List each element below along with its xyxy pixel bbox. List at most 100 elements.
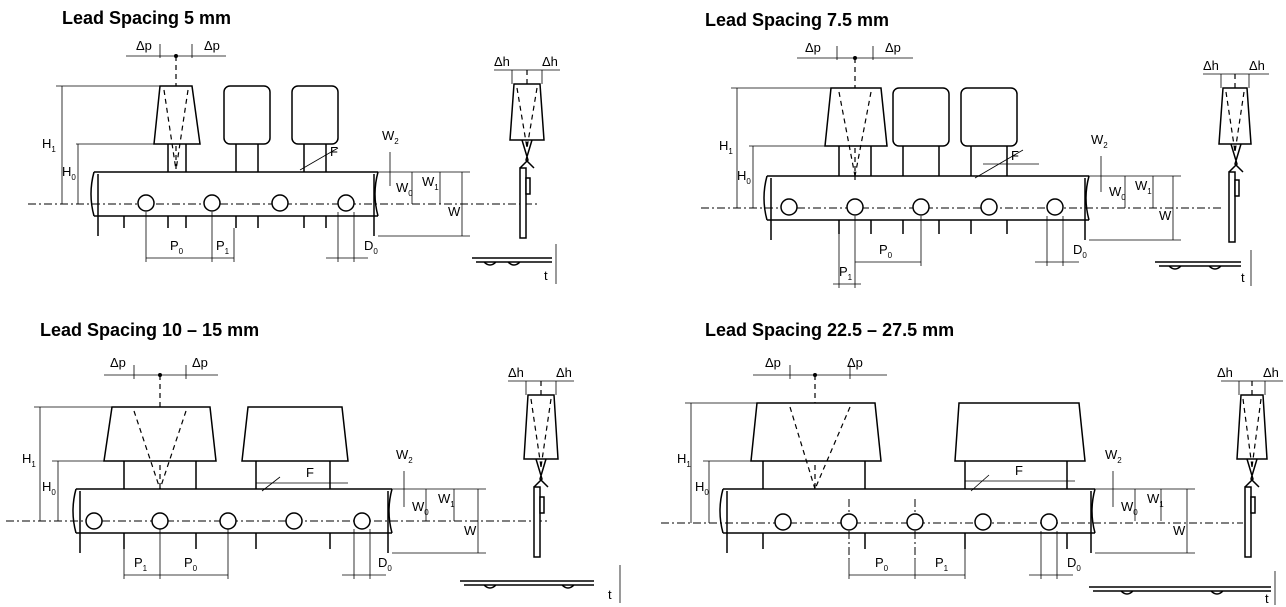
delta-p-label-left: Δp [805,40,821,55]
p0-label: P0 [184,555,198,573]
h1-label: H1 [719,138,733,156]
delta-p-label-left: Δp [765,355,781,370]
h0-label: H0 [737,168,751,186]
side-view: Δh Δh t [1089,365,1283,606]
component-leads [762,461,1068,549]
component-body [960,87,1018,147]
p0-label: P0 [879,242,893,260]
w-label: W [464,523,477,538]
sprocket-holes [85,512,371,530]
h1-label: H1 [22,451,36,469]
delta-p-dimension: Δp Δp [797,40,913,180]
carrier-tape [719,488,1096,534]
sprocket-holes [774,513,1058,531]
w0-label: W0 [396,180,413,198]
delta-p-label-right: Δp [885,40,901,55]
side-view: Δh Δh t [472,54,560,284]
w0-label: W0 [412,499,429,517]
delta-p-label-left: Δp [110,355,126,370]
component-body [241,406,349,462]
taping-diagram: Δp Δp H1 H0 [701,40,1269,288]
tape-cross-section [472,257,552,266]
delta-h-label-left: Δh [1203,58,1219,73]
component-body [954,402,1086,462]
panel-title: Lead Spacing 10 – 15 mm [40,320,260,340]
sprocket-holes [137,194,355,212]
component-leads [838,146,1008,234]
delta-p-label-right: Δp [847,355,863,370]
w-label: W [1173,523,1186,538]
w1-label: W1 [438,491,455,509]
h0-label: H0 [42,479,56,497]
component-leads [123,461,331,549]
p0-label: P0 [875,555,889,573]
panel-title: Lead Spacing 22.5 – 27.5 mm [705,320,955,340]
h0-label: H0 [62,164,76,182]
f-label: F [306,465,314,480]
carrier-tape [90,171,379,217]
delta-h-label-right: Δh [556,365,572,380]
d0-label: D0 [364,238,378,256]
t-label: t [544,268,548,283]
w1-label: W1 [1147,491,1164,509]
delta-h-label-right: Δh [542,54,558,69]
t-label: t [608,587,612,602]
taping-diagram: Δp Δp H1 H0 F [661,355,1283,606]
component-body [291,85,339,145]
t-label: t [1241,270,1245,285]
delta-h-label-right: Δh [1263,365,1279,380]
w-label: W [448,204,461,219]
p1-label: P1 [839,264,853,282]
component-body [892,87,950,147]
d0-label: D0 [1073,242,1087,260]
component-body [103,406,217,462]
delta-p-dimension: Δp Δp [104,355,218,489]
w1-label: W1 [1135,178,1152,196]
w0-label: W0 [1109,184,1126,202]
component-body [223,85,271,145]
panel-lead-spacing-10-15mm: Lead Spacing 10 – 15 mm Δp Δp [0,303,643,606]
delta-h-label-left: Δh [1217,365,1233,380]
delta-p-label-right: Δp [192,355,208,370]
side-view: Δh Δh t [460,365,621,603]
d0-label: D0 [1067,555,1081,573]
w1-label: W1 [422,174,439,192]
p1-label: P1 [935,555,949,573]
delta-p-label-right: Δp [204,38,220,53]
taping-diagram: Δp Δp H1 H0 F [6,355,621,603]
w2-label: W2 [396,447,413,465]
h1-label: H1 [677,451,691,469]
sprocket-holes [780,198,1064,216]
p1-label: P1 [134,555,148,573]
w0-label: W0 [1121,499,1138,517]
carrier-tape [763,175,1090,221]
h1-label: H1 [42,136,56,154]
component-body [750,402,882,462]
t-label: t [1265,591,1269,606]
panel-lead-spacing-22-5-27-5mm: Lead Spacing 22.5 – 27.5 mm Δp Δp [643,303,1286,606]
delta-h-label-right: Δh [1249,58,1265,73]
component-body [153,85,201,145]
side-view: Δh Δh t [1155,58,1269,286]
f-label: F [1011,148,1019,163]
delta-p-label-left: Δp [136,38,152,53]
f-label: F [330,144,338,159]
w2-label: W2 [1105,447,1122,465]
w-label: W [1159,208,1172,223]
tape-cross-section [1155,261,1241,270]
panel-title: Lead Spacing 7.5 mm [705,10,890,30]
delta-h-label-left: Δh [508,365,524,380]
h0-label: H0 [695,479,709,497]
component-body [824,87,888,147]
panel-title: Lead Spacing 5 mm [62,8,232,28]
carrier-tape [72,488,393,534]
panel-lead-spacing-7-5mm: Lead Spacing 7.5 mm Δp Δp [643,0,1286,303]
p0-label: P0 [170,238,184,256]
tape-cross-section [1089,586,1271,595]
delta-h-label-left: Δh [494,54,510,69]
w2-label: W2 [1091,132,1108,150]
p1-label: P1 [216,238,230,256]
w2-label: W2 [382,128,399,146]
tape-cross-section [460,580,594,589]
taping-diagram: Δp Δp H1 [28,38,560,284]
